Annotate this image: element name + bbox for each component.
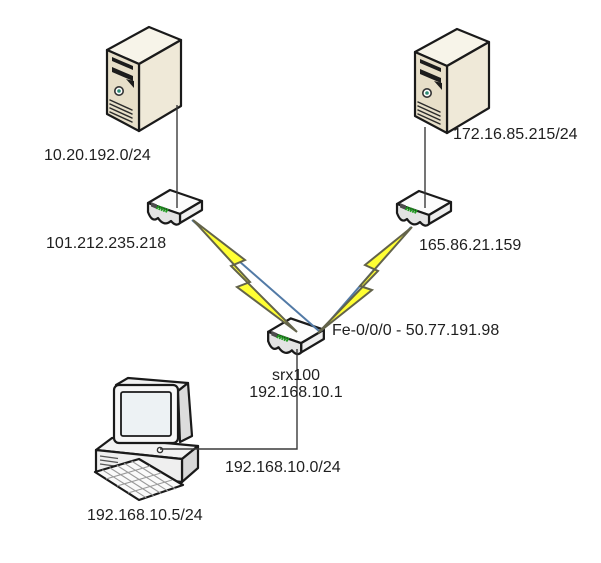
label-lan-segment: 192.168.10.0/24	[225, 459, 341, 476]
lightning-bolt-left	[192, 219, 298, 333]
router-port	[271, 330, 278, 338]
workstation-icon	[93, 376, 200, 502]
drive-slot	[420, 69, 441, 83]
monitor-screen	[120, 391, 172, 437]
led-bars	[404, 205, 418, 214]
label-srx100-name: srx100	[271, 367, 321, 384]
router-icon-left	[146, 188, 204, 226]
drive-slot	[112, 67, 133, 81]
drive-slot	[420, 59, 441, 72]
drive-wedge	[434, 81, 442, 90]
lightning-bolt-right	[317, 226, 413, 334]
power-led	[117, 89, 121, 93]
label-srx100-wan-interface: Fe-0/0/0 - 50.77.191.98	[332, 322, 500, 339]
label-server-right-ip: 172.16.85.215/24	[453, 126, 578, 143]
monitor-side-face	[176, 381, 194, 444]
led-bars	[276, 333, 290, 343]
router-port	[400, 203, 406, 210]
power-led	[425, 91, 429, 95]
server-icon-left	[105, 25, 183, 133]
vent-lines	[109, 99, 133, 123]
drive-slot	[112, 57, 133, 70]
led-bars	[155, 204, 169, 213]
label-router-left-ip: 101.212.235.218	[46, 235, 167, 252]
server-icon-right	[413, 27, 491, 135]
vent-lines	[417, 101, 441, 125]
link-srx100-to-workstation	[160, 349, 298, 450]
label-server-left-subnet: 10.20.192.0/24	[44, 147, 151, 164]
label-router-right-ip: 165.86.21.159	[419, 237, 522, 254]
keyboard-keys	[102, 460, 176, 499]
router-icon-right	[395, 189, 453, 227]
drive-wedge	[126, 79, 134, 88]
label-srx100-lan-ip: 192.168.10.1	[249, 384, 343, 401]
label-workstation-ip: 192.168.10.5/24	[87, 507, 203, 524]
router-port	[151, 202, 157, 209]
